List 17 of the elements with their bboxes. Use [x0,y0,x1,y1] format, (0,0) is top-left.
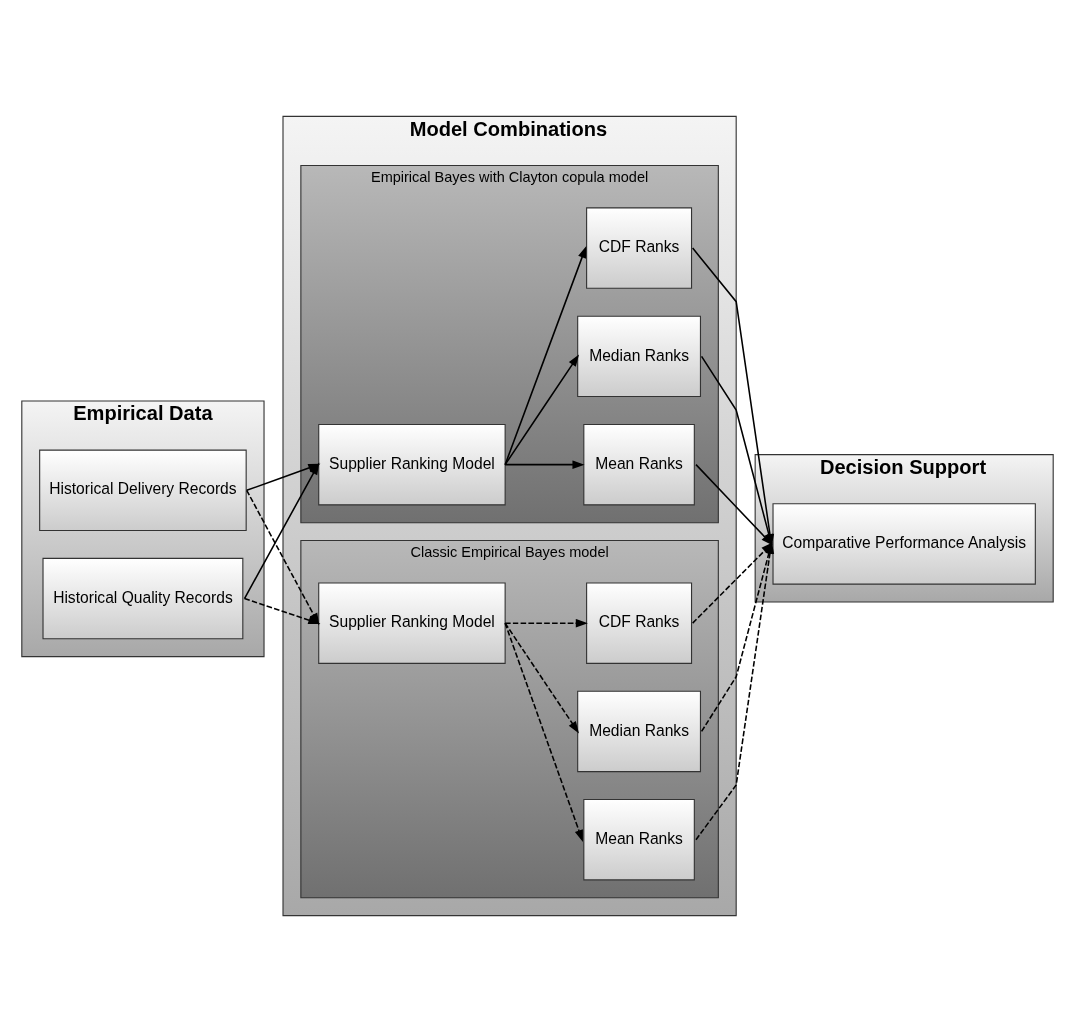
node-box: Mean Ranks [583,423,695,506]
node-box: CDF Ranks [586,207,693,289]
node-box: CDF Ranks [586,582,693,664]
arrow [504,460,585,469]
node-box: Supplier Ranking Model [318,423,506,506]
arrow [504,354,579,466]
arrow [504,622,583,842]
arrow [504,622,579,734]
node-box: Median Ranks [577,315,702,398]
node-box: Mean Ranks [583,798,695,881]
node-box: Historical Delivery Records [39,449,247,532]
arrow [504,618,588,628]
arrow [504,245,587,466]
node-box: Median Ranks [577,690,702,773]
node-box: Supplier Ranking Model [318,582,506,664]
node-box: Historical Quality Records [42,557,244,640]
node-box: Comparative Performance Analysis [772,503,1036,585]
